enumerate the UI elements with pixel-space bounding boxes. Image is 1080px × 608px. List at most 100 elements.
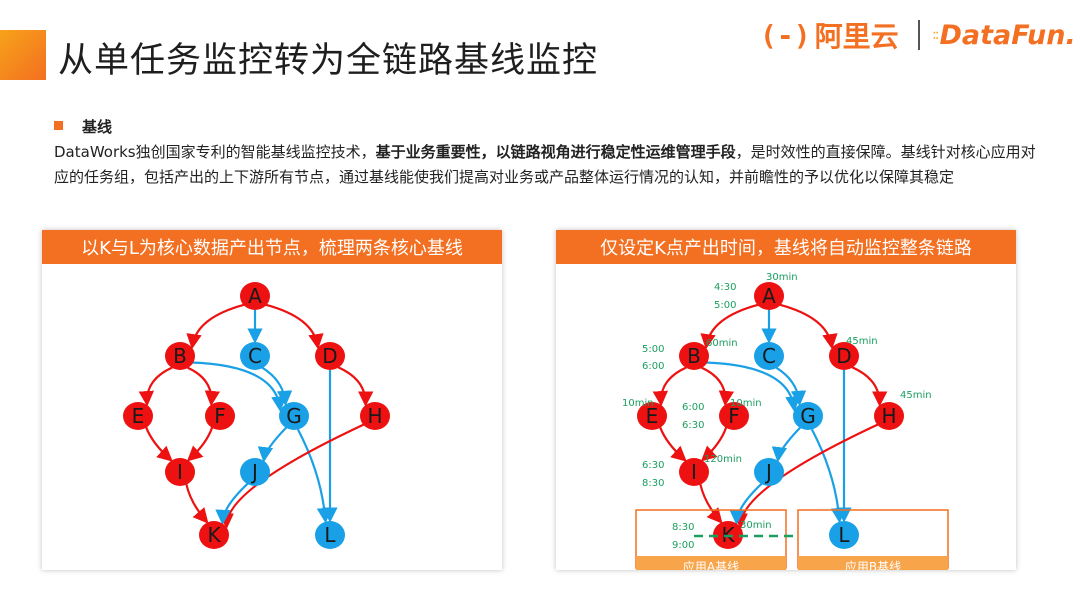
baseline-label-line1: 应用A基线	[683, 559, 739, 570]
node-c: C	[754, 342, 784, 370]
baseline-a-label: 应用A基线期望产出时间：9：00	[636, 556, 786, 570]
edge-b-e	[652, 366, 687, 407]
node-g: G	[793, 402, 823, 430]
datafun-dots-icon: ::	[932, 27, 940, 43]
node-label: K	[207, 523, 221, 547]
node-c: C	[240, 342, 270, 370]
time-annotation-f-dur: 10min	[730, 398, 762, 409]
edge-b-g	[191, 361, 287, 412]
node-label: I	[691, 460, 697, 484]
edge-g-j	[257, 426, 288, 463]
node-f: F	[719, 402, 749, 430]
time-annotation-k-dur: 30min	[740, 520, 772, 531]
node-label: B	[687, 344, 701, 368]
time-annotation-e-dur: 10min	[622, 398, 654, 409]
time-annotation-a-t1: 4:30	[714, 282, 736, 293]
time-annotation-b-t2: 6:00	[642, 361, 664, 372]
node-h: H	[360, 402, 390, 430]
node-k: K	[199, 521, 229, 549]
aliyun-logo-icon: (-)	[760, 18, 811, 52]
node-f: F	[205, 402, 235, 430]
para-part-2: ，是时效性的直接保障。基线针对核心应用对应的任务组，包括产出的上下游所有节点，通…	[54, 143, 1036, 186]
node-label: F	[214, 404, 226, 428]
left-dag-diagram: A B C D E F G H I J K L	[123, 282, 390, 549]
time-annotation-a-t2: 5:00	[714, 300, 736, 311]
node-a: A	[240, 282, 270, 310]
time-annotation-i-t1: 6:30	[642, 460, 664, 471]
node-label: J	[250, 460, 258, 484]
time-annotation-ef-t2: 6:30	[682, 420, 704, 431]
edge-e-i	[659, 426, 687, 462]
edge-f-i	[700, 427, 728, 462]
section-paragraph: DataWorks独创国家专利的智能基线监控技术，基于业务重要性，以链路视角进行…	[54, 140, 1044, 190]
node-label: C	[762, 344, 776, 368]
node-j: J	[240, 458, 270, 486]
node-label: H	[367, 404, 382, 428]
right-panel-title: 仅设定K点产出时间，基线将自动监控整条链路	[556, 230, 1016, 264]
node-b: B	[165, 342, 195, 370]
node-j: J	[754, 458, 784, 486]
node-l: L	[315, 521, 345, 549]
right-dag-diagram: ABCDEFGHIJKL应用A基线期望产出时间：9：00应用B基线期望产出时间：…	[622, 272, 949, 570]
node-label: J	[764, 460, 772, 484]
node-label: D	[322, 344, 337, 368]
edge-d-h	[851, 366, 888, 407]
time-annotation-k-t2: 9:00	[672, 540, 694, 551]
time-annotation-b-dur: 60min	[706, 338, 738, 349]
node-d: D	[829, 342, 859, 370]
time-annotation-h-dur: 45min	[900, 390, 932, 401]
node-label: D	[836, 344, 851, 368]
time-annotation-i-dur: 120min	[704, 454, 742, 465]
right-diagram-panel: 仅设定K点产出时间，基线将自动监控整条链路 ABCDEFGHIJKL应用A基线期…	[556, 230, 1016, 570]
node-l: L	[829, 521, 859, 549]
node-label: B	[173, 344, 187, 368]
edge-c-g	[261, 366, 293, 407]
edge-b-e	[138, 366, 173, 407]
para-part-1: DataWorks独创国家专利的智能基线监控技术，	[54, 143, 376, 161]
time-annotation-d-dur: 45min	[846, 336, 878, 347]
node-label: L	[838, 523, 850, 547]
left-diagram-panel: 以K与L为核心数据产出节点，梳理两条核心基线 A B C D E F G H I J K L	[42, 230, 502, 570]
node-label: L	[324, 523, 336, 547]
node-e: E	[123, 402, 153, 430]
node-label: E	[646, 404, 659, 428]
page-title: 从单任务监控转为全链路基线监控	[58, 41, 599, 81]
time-annotation-ef-t1: 6:00	[682, 402, 704, 413]
time-annotation-i-t2: 8:30	[642, 478, 664, 489]
node-label: G	[286, 404, 302, 428]
edge-i-k	[185, 484, 209, 524]
baseline-label-line1: 应用B基线	[845, 559, 901, 570]
node-i: I	[165, 458, 195, 486]
edge-c-g	[775, 366, 807, 407]
node-label: E	[132, 404, 145, 428]
node-g: G	[279, 402, 309, 430]
aliyun-logo: (-) 阿里云	[760, 18, 899, 54]
edge-g-j	[771, 426, 802, 463]
left-panel-title: 以K与L为核心数据产出节点，梳理两条核心基线	[42, 230, 502, 264]
time-annotation-b-t1: 5:00	[642, 344, 664, 355]
edge-d-h	[337, 366, 374, 407]
edge-f-i	[186, 427, 214, 462]
bullet-square-icon	[54, 121, 63, 130]
edge-a-b	[186, 303, 245, 350]
node-a: A	[754, 282, 784, 310]
edge-b-f	[701, 366, 735, 407]
edge-g-l	[810, 428, 847, 524]
para-bold: 基于业务重要性，以链路视角进行稳定性运维管理手段	[375, 143, 736, 161]
aliyun-logo-text: 阿里云	[814, 20, 899, 53]
baseline-b-label: 应用B基线期望产出时间：10：00	[798, 556, 948, 570]
edge-j-k	[215, 482, 249, 526]
edge-a-d	[265, 303, 324, 350]
node-d: D	[315, 342, 345, 370]
edge-e-i	[145, 426, 173, 462]
edge-a-b	[700, 303, 759, 350]
time-annotation-a-dur: 30min	[766, 272, 798, 283]
edge-g-l	[296, 428, 333, 524]
edge-b-f	[187, 366, 221, 407]
node-i: I	[679, 458, 709, 486]
edge-j-k	[729, 482, 763, 526]
node-label: C	[248, 344, 262, 368]
node-label: I	[177, 460, 183, 484]
datafun-logo-text: DataFun.	[939, 19, 1076, 51]
edge-a-d	[779, 303, 838, 350]
